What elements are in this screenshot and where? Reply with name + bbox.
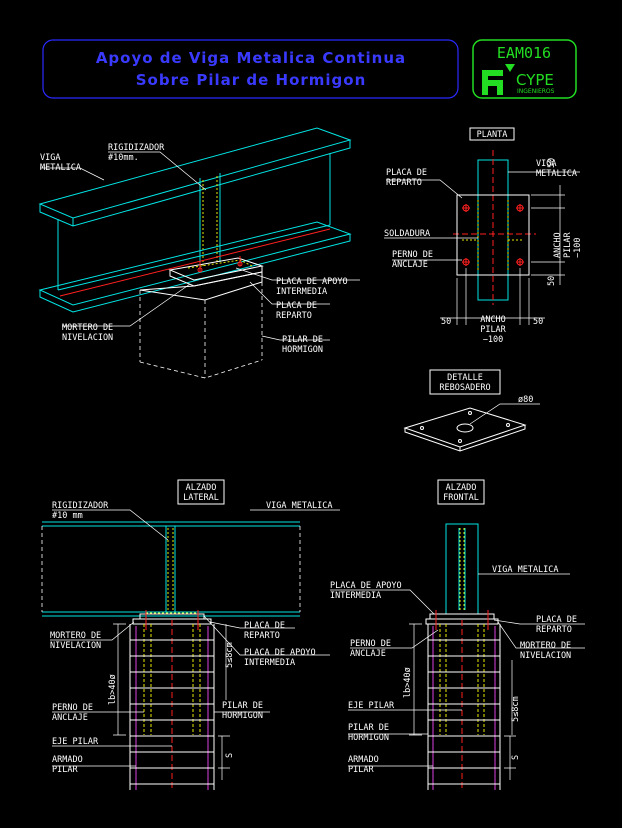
frontal-dim-s: S — [511, 755, 521, 760]
lateral-label-rigidizador-1: RIGIDIZADOR — [52, 501, 109, 511]
lateral-label-armado-2: PILAR — [52, 765, 78, 775]
isometric-view: VIGA METALICA RIGIDIZADOR #10mm. PLACA D… — [38, 127, 360, 379]
lateral-label-placa-reparto-2: REPARTO — [244, 631, 280, 641]
front-elevation: ALZADO FRONTAL lb>40ø 5≤8cm S PLACA DE A… — [330, 479, 585, 790]
planta-ancho-h-2: PILAR — [480, 325, 506, 335]
frontal-label-mortero-2: NIVELACION — [520, 651, 571, 661]
planta-ancho-v-2: PILAR — [563, 232, 573, 258]
lateral-label-perno-2: ANCLAJE — [52, 713, 88, 723]
title-block: Apoyo de Viga Metalica Continua Sobre Pi… — [42, 39, 459, 99]
lateral-label-viga: VIGA METALICA — [266, 501, 333, 511]
iso-label-pilar-2: HORMIGON — [282, 345, 323, 355]
rebosadero-heading-2: REBOSADERO — [439, 383, 490, 393]
frontal-heading-2: FRONTAL — [443, 493, 479, 503]
lateral-label-mortero-1: MORTERO DE — [50, 631, 101, 641]
planta-label-perno-2: ANCLAJE — [392, 260, 428, 270]
planta-dim-50-left: 50 — [441, 317, 451, 327]
planta-ancho-h-1: ANCHO — [480, 315, 506, 325]
planta-dim-50-bottom: 50 — [547, 276, 557, 286]
planta-label-placa-2: REPARTO — [386, 178, 422, 188]
frontal-label-armado-1: ARMADO — [348, 755, 379, 765]
rebosadero-heading-1: DETALLE — [447, 373, 483, 383]
iso-label-rigidizador-1: RIGIDIZADOR — [108, 143, 165, 153]
cype-logo: EAM016 CYPE INGENIEROS — [472, 39, 577, 99]
logo-brand: CYPE — [516, 71, 554, 89]
title-line-2: Sobre Pilar de Hormigon — [136, 71, 367, 89]
frontal-dim-5s: 5≤8cm — [511, 696, 521, 722]
planta-label-viga-2: METALICA — [536, 169, 577, 179]
title-frame — [42, 39, 459, 99]
frontal-label-eje: EJE PILAR — [348, 701, 395, 711]
frontal-label-mortero-1: MORTERO DE — [520, 641, 571, 651]
planta-label-perno-1: PERNO DE — [392, 250, 433, 260]
frontal-dim-lb: lb>40ø — [403, 667, 413, 698]
frontal-label-placa-apoyo-2: INTERMEDIA — [330, 591, 381, 601]
lateral-label-perno-1: PERNO DE — [52, 703, 93, 713]
frontal-label-pilar-1: PILAR DE — [348, 723, 389, 733]
frontal-label-placa-reparto-1: PLACA DE — [536, 615, 577, 625]
planta-heading: PLANTA — [477, 130, 508, 140]
frontal-heading-box — [437, 479, 485, 505]
lateral-label-armado-1: ARMADO — [52, 755, 83, 765]
logo-triangle-icon — [505, 64, 515, 72]
iso-label-viga-2: METALICA — [40, 163, 81, 173]
lateral-label-placa-reparto-1: PLACA DE — [244, 621, 285, 631]
lateral-dim-5s: 5≤8cm — [225, 642, 235, 668]
lateral-label-eje: EJE PILAR — [52, 737, 99, 747]
lateral-heading-2: LATERAL — [183, 493, 219, 503]
title-line-1: Apoyo de Viga Metalica Continua — [96, 49, 406, 67]
logo-frame — [472, 39, 577, 99]
iso-label-placa-reparto-2: REPARTO — [276, 311, 312, 321]
iso-label-mortero-2: NIVELACION — [62, 333, 113, 343]
planta-label-soldadura: SOLDADURA — [384, 229, 430, 239]
planta-dim-50-top: 50 — [547, 158, 557, 168]
iso-label-placa-apoyo-1: PLACA DE APOYO — [276, 277, 348, 287]
iso-label-pilar-1: PILAR DE — [282, 335, 323, 345]
planta-dim-50-right: 50 — [533, 317, 543, 327]
lateral-label-pilar-1: PILAR DE — [222, 701, 263, 711]
rebosadero-heading-box — [429, 369, 501, 395]
iso-label-viga-1: VIGA — [40, 153, 60, 163]
iso-label-placa-apoyo-2: INTERMEDIA — [276, 287, 327, 297]
iso-label-rigidizador-2: #10mm. — [108, 153, 139, 163]
iso-label-placa-reparto-1: PLACA DE — [276, 301, 317, 311]
planta-heading-box — [469, 127, 515, 141]
plan-view: PLANTA 50 50 ANCHO PILAR −100 50 50 ANCH… — [384, 127, 583, 345]
frontal-label-viga: VIGA METALICA — [492, 565, 559, 575]
iso-label-mortero-1: MORTERO DE — [62, 323, 113, 333]
planta-ancho-v-1: ANCHO — [553, 232, 563, 258]
lateral-label-placa-apoyo-1: PLACA DE APOYO — [244, 648, 316, 658]
frontal-label-placa-reparto-2: REPARTO — [536, 625, 572, 635]
frontal-heading-1: ALZADO — [446, 483, 477, 493]
logo-subtitle: INGENIEROS — [517, 88, 555, 95]
lateral-label-pilar-2: HORMIGON — [222, 711, 263, 721]
lateral-dim-lb: lb>40ø — [108, 674, 118, 705]
lateral-label-rigidizador-2: #10 mm — [52, 511, 83, 521]
lateral-heading-box — [177, 479, 225, 505]
logo-mark-icon — [482, 70, 503, 95]
planta-label-viga-1: VIGA — [536, 159, 556, 169]
lateral-label-placa-apoyo-2: INTERMEDIA — [244, 658, 295, 668]
lateral-dim-s: S — [225, 753, 235, 758]
frontal-label-perno-1: PERNO DE — [350, 639, 391, 649]
frontal-label-perno-2: ANCLAJE — [350, 649, 386, 659]
logo-code: EAM016 — [497, 44, 551, 62]
planta-ancho-h-3: −100 — [483, 335, 503, 345]
lateral-heading-1: ALZADO — [186, 483, 217, 493]
frontal-label-pilar-2: HORMIGON — [348, 733, 389, 743]
frontal-label-armado-2: PILAR — [348, 765, 374, 775]
rebosadero-diameter: ø80 — [518, 395, 533, 405]
planta-ancho-v-3: −100 — [573, 238, 583, 258]
rebosadero-detail: DETALLE REBOSADERO ø80 — [403, 369, 540, 452]
planta-label-placa-1: PLACA DE — [386, 168, 427, 178]
frontal-label-placa-apoyo-1: PLACA DE APOYO — [330, 581, 402, 591]
lateral-label-mortero-2: NIVELACION — [50, 641, 101, 651]
side-elevation: ALZADO LATERAL lb>40ø 5≤8cm S RIGIDIZADO… — [41, 479, 340, 790]
